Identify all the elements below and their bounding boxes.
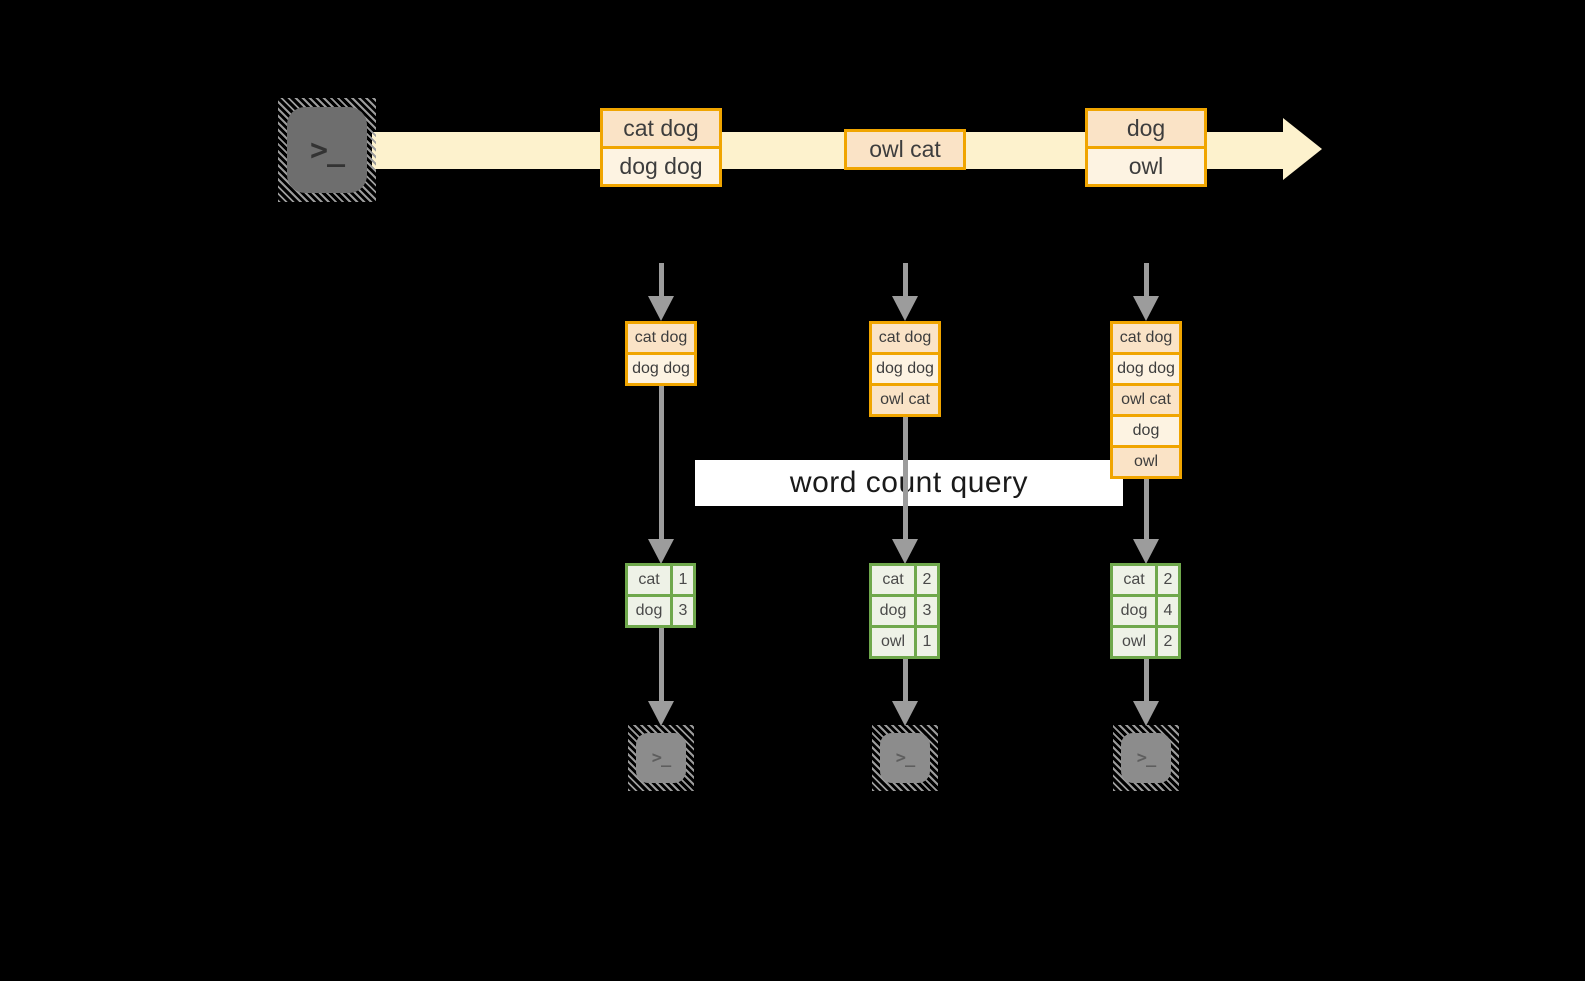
- output-arrowhead-2: [892, 701, 918, 726]
- output-arrowhead-1: [648, 701, 674, 726]
- terminal-screen: >_: [880, 733, 930, 783]
- ingest-arrow-line-3: [1144, 263, 1149, 297]
- prompt-glyph: >_: [895, 748, 916, 768]
- output-arrow-line-3: [1144, 659, 1149, 702]
- table-row: cat 2: [872, 566, 937, 594]
- count-cell: 3: [917, 597, 937, 625]
- count-table-2: cat 2 dog 3 owl 1: [869, 563, 940, 659]
- word-cell: owl: [1113, 628, 1158, 656]
- table-row: owl 2: [1113, 625, 1178, 656]
- count-cell: 2: [1158, 628, 1178, 656]
- ingest-arrowhead-3: [1133, 296, 1159, 321]
- query-arrowhead-2: [892, 539, 918, 564]
- prompt-glyph: >_: [651, 748, 672, 768]
- table-row: cat 2: [1113, 566, 1178, 594]
- query-arrow-line-2: [903, 417, 908, 539]
- count-table-1: cat 1 dog 3: [625, 563, 696, 628]
- ingest-arrowhead-1: [648, 296, 674, 321]
- output-arrowhead-3: [1133, 701, 1159, 726]
- query-arrow-line-1: [659, 386, 664, 539]
- count-cell: 4: [1158, 597, 1178, 625]
- state-cell: owl: [1113, 445, 1179, 476]
- state-cell: owl cat: [872, 383, 938, 414]
- sink-terminal-icon-2: >_: [872, 725, 938, 791]
- table-row: dog 3: [628, 594, 693, 625]
- word-cell: cat: [1113, 566, 1158, 594]
- word-cell: dog: [1113, 597, 1158, 625]
- batch-cell: dog: [1088, 111, 1204, 146]
- table-row: owl 1: [872, 625, 937, 656]
- stream-batch-2: owl cat: [844, 129, 966, 170]
- ingest-arrow-line-2: [903, 263, 908, 297]
- state-cell: cat dog: [1113, 324, 1179, 352]
- output-arrow-line-2: [903, 659, 908, 702]
- count-cell: 1: [917, 628, 937, 656]
- state-cell: dog dog: [1113, 352, 1179, 383]
- state-cell: dog: [1113, 414, 1179, 445]
- word-cell: dog: [628, 597, 673, 625]
- word-count-query-banner: word count query: [695, 460, 1123, 506]
- sink-terminal-icon-1: >_: [628, 725, 694, 791]
- count-cell: 1: [673, 566, 693, 594]
- word-cell: dog: [872, 597, 917, 625]
- batch-cell: dog dog: [603, 146, 719, 184]
- ingest-arrowhead-2: [892, 296, 918, 321]
- table-row: dog 3: [872, 594, 937, 625]
- batch-cell: cat dog: [603, 111, 719, 146]
- state-cell: dog dog: [628, 352, 694, 383]
- count-cell: 3: [673, 597, 693, 625]
- state-buffer-1: cat dog dog dog: [625, 321, 697, 386]
- count-table-3: cat 2 dog 4 owl 2: [1110, 563, 1181, 659]
- count-cell: 2: [1158, 566, 1178, 594]
- stream-batch-1: cat dog dog dog: [600, 108, 722, 187]
- query-arrowhead-3: [1133, 539, 1159, 564]
- prompt-glyph: >_: [309, 132, 345, 168]
- banner-label: word count query: [789, 466, 1029, 499]
- ingest-arrow-line-1: [659, 263, 664, 297]
- state-cell: cat dog: [628, 324, 694, 352]
- terminal-screen: >_: [1121, 733, 1171, 783]
- batch-cell: owl cat: [847, 132, 963, 167]
- table-row: dog 4: [1113, 594, 1178, 625]
- query-arrowhead-1: [648, 539, 674, 564]
- word-cell: owl: [872, 628, 917, 656]
- source-terminal-icon: >_: [278, 98, 376, 202]
- state-buffer-2: cat dog dog dog owl cat: [869, 321, 941, 417]
- terminal-screen: >_: [287, 107, 367, 193]
- output-arrow-line-1: [659, 628, 664, 702]
- prompt-glyph: >_: [1136, 748, 1157, 768]
- state-cell: dog dog: [872, 352, 938, 383]
- table-row: cat 1: [628, 566, 693, 594]
- stream-batch-3: dog owl: [1085, 108, 1207, 187]
- word-cell: cat: [628, 566, 673, 594]
- state-cell: cat dog: [872, 324, 938, 352]
- terminal-screen: >_: [636, 733, 686, 783]
- stream-arrowhead-icon: [1283, 118, 1322, 180]
- sink-terminal-icon-3: >_: [1113, 725, 1179, 791]
- batch-cell: owl: [1088, 146, 1204, 184]
- query-arrow-line-3: [1144, 479, 1149, 539]
- state-buffer-3: cat dog dog dog owl cat dog owl: [1110, 321, 1182, 479]
- state-cell: owl cat: [1113, 383, 1179, 414]
- word-cell: cat: [872, 566, 917, 594]
- count-cell: 2: [917, 566, 937, 594]
